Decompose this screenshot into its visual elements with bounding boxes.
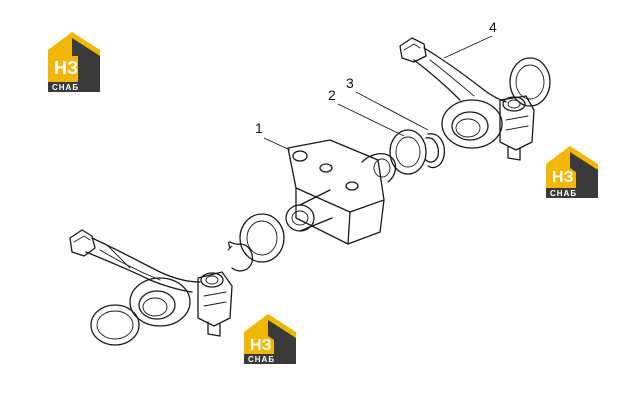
svg-text:2: 2 — [328, 87, 336, 103]
svg-text:3: 3 — [346, 75, 354, 91]
washer-lower — [239, 213, 285, 263]
rocker-arm-right — [399, 37, 535, 161]
callout-1: 1 — [255, 120, 291, 151]
callout-4: 4 — [443, 19, 497, 59]
thrust-washer-left — [90, 304, 140, 346]
snap-ring-lower — [227, 241, 254, 272]
svg-text:СНАБ: СНАБ — [52, 83, 79, 92]
washer-upper — [389, 129, 427, 175]
thrust-washer-right — [509, 57, 551, 107]
snap-ring-upper — [425, 133, 446, 169]
svg-text:СНАБ: СНАБ — [550, 189, 577, 198]
callout-3: 3 — [346, 75, 429, 131]
svg-text:СНАБ: СНАБ — [248, 355, 275, 364]
svg-text:4: 4 — [489, 19, 497, 35]
brand-logo-bottom: НЗ СНАБ — [244, 314, 296, 364]
svg-text:НЗ: НЗ — [54, 58, 78, 78]
rocker-arm-left — [69, 229, 233, 337]
svg-text:НЗ: НЗ — [552, 169, 574, 186]
brand-logo-right: НЗ СНАБ — [546, 146, 598, 198]
shaft-bracket — [285, 139, 397, 245]
svg-text:1: 1 — [255, 120, 263, 136]
svg-text:НЗ: НЗ — [250, 337, 272, 354]
callout-2: 2 — [328, 87, 405, 137]
brand-logo-top-left: НЗ СНАБ — [48, 32, 100, 92]
